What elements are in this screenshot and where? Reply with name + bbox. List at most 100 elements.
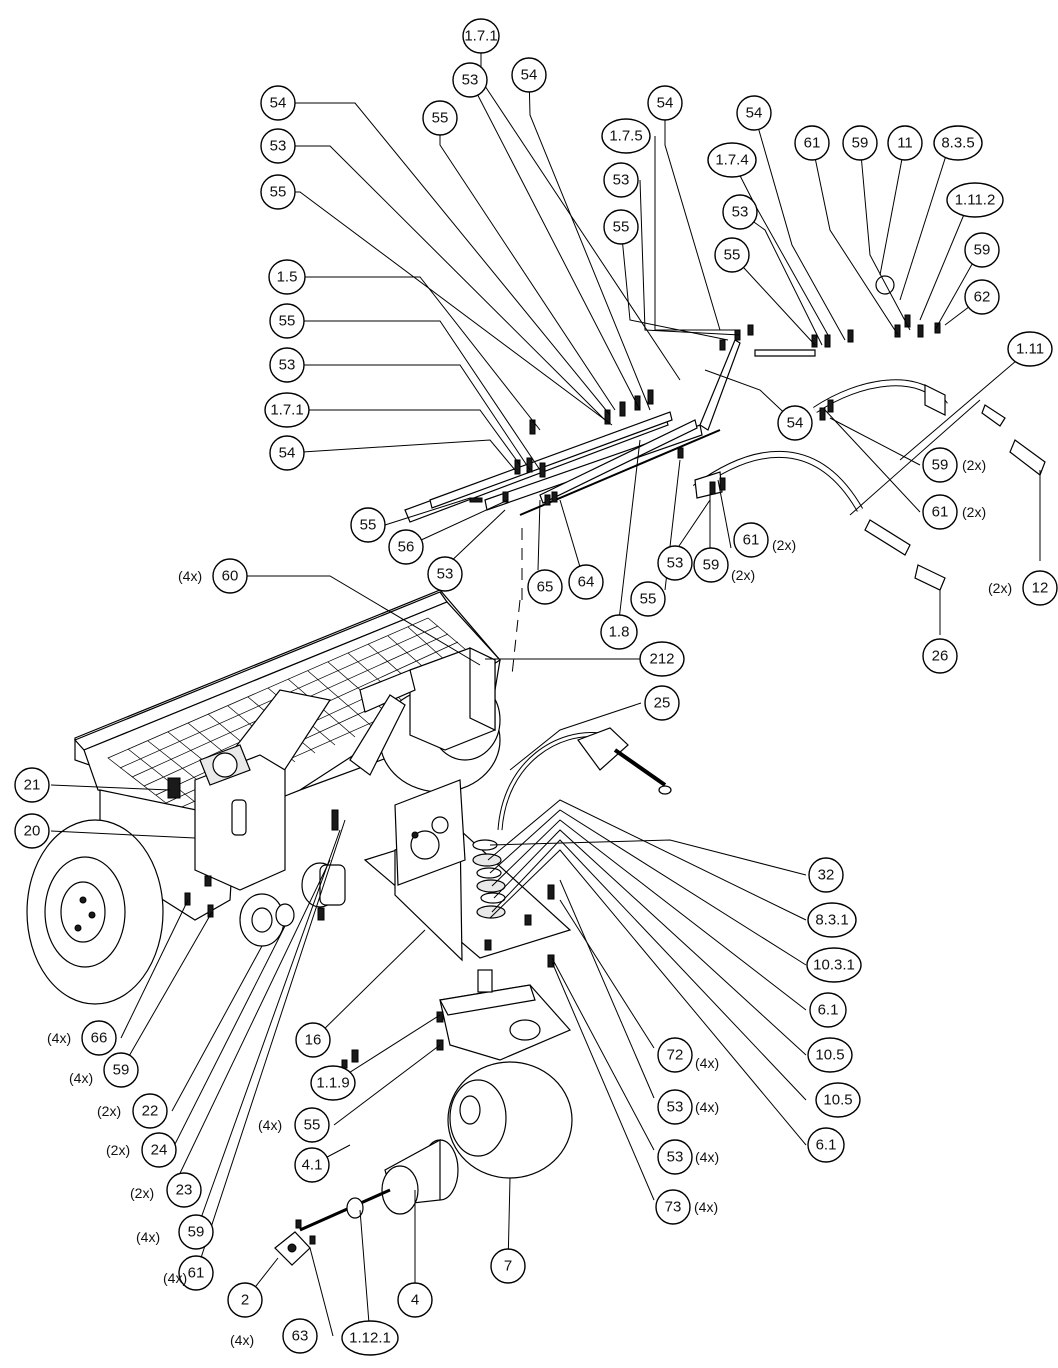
- callout-quantity: (4x): [695, 1055, 719, 1071]
- callout-label: 53: [613, 172, 630, 189]
- callout-quantity: (2x): [772, 537, 796, 553]
- callout-label: 4.1: [302, 1157, 323, 1174]
- callout-quantity: (2x): [962, 457, 986, 473]
- callout-bubble: 1.12.1: [341, 1320, 399, 1356]
- callout-label: 23: [176, 1182, 193, 1199]
- callout-label: 1.7.1: [270, 402, 303, 419]
- callout-bubble: 53 (4x): [657, 1139, 719, 1175]
- callout-bubble: 61(4x): [163, 1255, 214, 1291]
- callout-bubble: 53: [657, 545, 693, 581]
- callout-label: 61: [743, 532, 760, 549]
- callout-bubble: 1.7.1: [462, 18, 500, 54]
- callout-bubble: 59(4x): [136, 1214, 214, 1250]
- callout-bubble: 55: [269, 303, 305, 339]
- callout-quantity: (2x): [106, 1142, 130, 1158]
- callout-bubble: 54: [260, 85, 296, 121]
- callout-label: 61: [804, 135, 821, 152]
- callout-bubble: 55: [350, 507, 386, 543]
- callout-bubble: 54: [269, 435, 305, 471]
- callout-bubble: 65: [527, 569, 563, 605]
- callout-quantity: (4x): [69, 1070, 93, 1086]
- callout-label: 10.5: [815, 1047, 844, 1064]
- callout-bubble: 7: [490, 1248, 526, 1284]
- bearings: [184, 809, 346, 947]
- motor-box: [167, 744, 286, 891]
- callout-quantity: (4x): [695, 1149, 719, 1165]
- callout-bubble: 55: [422, 100, 458, 136]
- callout-label: 59: [852, 135, 869, 152]
- callout-label: 54: [657, 95, 674, 112]
- control-cable: [497, 727, 672, 831]
- callout-bubble: 4.1: [294, 1147, 330, 1183]
- callout-label: 72: [667, 1047, 684, 1064]
- callout-bubble: 10.5: [807, 1037, 853, 1073]
- callout-label: 73: [665, 1199, 682, 1216]
- callout-label: 53: [462, 72, 479, 89]
- callout-label: 10.3.1: [813, 957, 855, 974]
- callout-label: 53: [437, 566, 454, 583]
- callout-label: 55: [613, 219, 630, 236]
- callout-bubble: 55: [630, 581, 666, 617]
- callout-label: 55: [432, 110, 449, 127]
- callout-label: 63: [292, 1328, 309, 1345]
- callout-bubble: 53: [260, 128, 296, 164]
- assembly-drawing: [26, 275, 1046, 1266]
- impeller: [299, 1138, 459, 1232]
- callout-label: 54: [279, 445, 296, 462]
- callout-label: 6.1: [816, 1137, 837, 1154]
- callout-bubble: 1.8: [600, 614, 638, 650]
- left-wheel: [26, 819, 164, 1005]
- frame-plate: [363, 779, 572, 968]
- callout-label: 21: [24, 777, 41, 794]
- callout-label: 26: [932, 648, 949, 665]
- callout-label: 7: [504, 1258, 512, 1275]
- callout-bubble: 23(2x): [130, 1172, 202, 1208]
- callout-bubble: 1.1.9: [310, 1065, 356, 1101]
- callout-bubble: 32: [808, 857, 844, 893]
- callout-bubble: 59(4x): [69, 1052, 139, 1088]
- callout-bubble: 1.7.4: [707, 142, 757, 178]
- callout-bubble: 59(2x): [922, 447, 986, 483]
- callout-quantity: (4x): [178, 568, 202, 584]
- callout-bubble: 55(4x): [258, 1107, 330, 1143]
- callout-bubble: 54: [511, 57, 547, 93]
- callout-label: 53: [667, 1149, 684, 1166]
- callout-label: 62: [974, 289, 991, 306]
- callout-bubble: 61: [794, 125, 830, 161]
- callout-bubble: 59: [842, 125, 878, 161]
- callout-label: 55: [640, 591, 657, 608]
- callout-bubble: 53: [427, 556, 463, 592]
- callout-quantity: (4x): [694, 1199, 718, 1215]
- callout-bubble: 21: [14, 767, 50, 803]
- callout-bubble: 55: [603, 209, 639, 245]
- callout-label: 11: [897, 135, 913, 152]
- callout-bubble: 53: [269, 347, 305, 383]
- callout-label: 59: [974, 242, 991, 259]
- callout-label: 55: [279, 313, 296, 330]
- callout-label: 53: [732, 204, 749, 221]
- callout-quantity: (4x): [258, 1117, 282, 1133]
- callout-label: 53: [667, 555, 684, 572]
- callout-quantity: (2x): [731, 567, 755, 583]
- callout-bubble: 54: [777, 405, 813, 441]
- callout-bubble: 55: [714, 237, 750, 273]
- callout-bubble: 62: [964, 279, 1000, 315]
- callout-bubble: 53: [722, 194, 758, 230]
- callout-bubble: 11: [887, 125, 923, 161]
- callout-bubble: 10.5: [815, 1082, 861, 1118]
- callout-bubble: 54: [736, 95, 772, 131]
- callout-bubble: 24(2x): [106, 1132, 177, 1168]
- callout-bubble: 1.11.2: [946, 182, 1004, 218]
- callout-bubble: 4: [397, 1282, 433, 1318]
- bolts: [341, 1011, 444, 1069]
- callout-label: 10.5: [823, 1092, 852, 1109]
- callout-label: 55: [724, 247, 741, 264]
- callout-bubble: 1.5: [268, 259, 306, 295]
- callout-label: 4: [411, 1292, 419, 1309]
- callout-label: 16: [305, 1032, 322, 1049]
- callout-bubble: 22(2x): [97, 1093, 168, 1129]
- fan-housing: [447, 1061, 573, 1179]
- callout-bubble: 53: [452, 62, 488, 98]
- callout-bubble: 63(4x): [230, 1318, 318, 1354]
- callout-bubble: 20: [14, 813, 50, 849]
